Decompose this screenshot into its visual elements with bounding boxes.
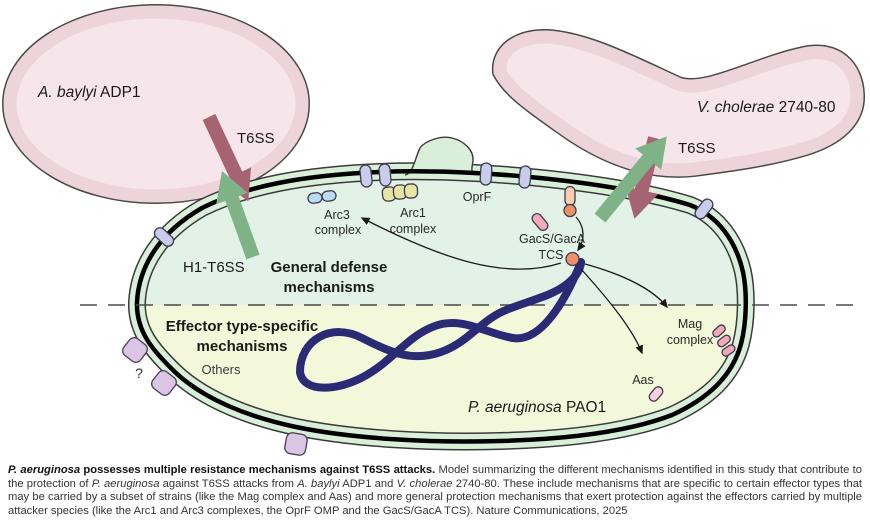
attack-arrow-a-baylyi — [202, 114, 252, 202]
label-aas: Aas — [632, 373, 654, 387]
label-h1-t6ss: H1-T6SS — [183, 259, 245, 276]
membrane-bleb-outline — [404, 136, 477, 176]
figure: A. baylyi ADP1 V. cholerae 2740-80 P. ae… — [2, 4, 865, 456]
gacs-gaca-sensor — [531, 185, 580, 267]
caption-seg: A. baylyi — [297, 477, 340, 490]
mag-pill — [717, 334, 731, 348]
caption-seg: possesses multiple resistance mechanisms… — [80, 464, 439, 476]
defense-arrow-right — [594, 136, 667, 223]
omp-pills — [153, 162, 714, 247]
arrow-tcs-to-arc3 — [360, 217, 562, 270]
label-t6ss-right: T6SS — [678, 140, 716, 157]
dna-strand-b — [296, 258, 585, 392]
mag-complex-shape — [712, 324, 736, 357]
cell-p-aeruginosa — [127, 136, 755, 451]
arc3-pill — [321, 190, 337, 202]
label-general-defense-1: General defense — [271, 259, 388, 276]
label-mag-2: complex — [667, 333, 714, 347]
arrow-tcs-to-mag — [584, 263, 668, 309]
label-gacs-gaca: GacS/GacA — [519, 232, 586, 246]
p-aeruginosa-rest: PAO1 — [562, 399, 607, 416]
v-cholerae-rest: 2740-80 — [774, 99, 836, 116]
cell-a-baylyi — [2, 4, 310, 204]
caption-seg: against T6SS attacks from — [159, 477, 298, 490]
unknown-protein-square — [284, 432, 308, 456]
arc1-complex-shape — [381, 183, 419, 202]
caption-seg: 2740-80. These include mechanisms that a… — [8, 477, 863, 517]
label-arc3-2: complex — [315, 223, 362, 237]
arrow-gacs-to-tcs — [575, 216, 586, 252]
a-baylyi-italic: A. baylyi — [37, 84, 97, 101]
membrane-protein-pill — [479, 162, 493, 186]
caption-seg: Model summarizing the different mechanis… — [8, 464, 862, 490]
unknown-protein-square — [151, 370, 177, 396]
membrane-protein-pill — [378, 163, 392, 187]
gaca-response-dot — [563, 203, 577, 218]
aas-pill — [648, 386, 664, 402]
label-effector-specific-1: Effector type-specific — [166, 318, 319, 335]
caption-seg: V. cholerae — [396, 477, 453, 490]
label-t6ss-left: T6SS — [237, 130, 275, 147]
label-oprf: OprF — [463, 190, 492, 204]
label-v-cholerae: V. cholerae 2740-80 — [697, 99, 836, 116]
membrane-protein-pill — [153, 227, 175, 247]
unknown-proteins — [122, 337, 308, 456]
p-aeruginosa-italic: P. aeruginosa — [468, 399, 562, 416]
caption-seg: P. aeruginosa — [91, 477, 160, 490]
gacs-sensor-pill — [564, 185, 576, 207]
membrane-protein-pill — [359, 164, 373, 188]
cytoplasm-bottom — [137, 305, 746, 442]
arc3-pill — [307, 192, 323, 204]
label-a-baylyi: A. baylyi ADP1 — [37, 84, 141, 101]
diagram-canvas: A. baylyi ADP1 V. cholerae 2740-80 P. ae… — [2, 4, 865, 456]
membrane-protein-pill — [694, 198, 714, 220]
arc3-complex-shape — [307, 190, 337, 204]
caption-seg: ADP1 and — [339, 477, 397, 490]
tcs-regulator-dot — [565, 251, 580, 267]
mag-pill — [721, 344, 736, 357]
chromosome-dna — [296, 258, 585, 392]
regulation-arrows — [360, 216, 668, 355]
inner-membrane — [134, 169, 749, 444]
figure-caption: P. aeruginosa possesses multiple resista… — [8, 464, 862, 518]
arrow-tcs-to-aas — [580, 268, 643, 355]
caption-seg: P. aeruginosa — [8, 464, 81, 476]
label-mag-1: Mag — [678, 317, 702, 331]
label-others: Others — [201, 362, 241, 377]
membrane-bleb — [412, 138, 474, 172]
a-baylyi-rest: ADP1 — [97, 84, 141, 101]
arc1-pill — [403, 183, 419, 199]
label-arc1-1: Arc1 — [400, 206, 426, 220]
defense-arrow-h1-t6ss — [216, 170, 260, 260]
cell-v-cholerae — [491, 29, 865, 178]
v-cholerae-italic: V. cholerae — [697, 99, 775, 116]
membrane-protein-pill — [518, 165, 532, 189]
label-general-defense-2: mechanisms — [284, 279, 375, 296]
label-tcs: TCS — [539, 248, 564, 262]
label-p-aeruginosa: P. aeruginosa PAO1 — [468, 399, 606, 416]
label-arc1-2: complex — [390, 222, 437, 236]
cytoplasmic-pink-pill — [531, 212, 549, 232]
mag-pill — [712, 324, 726, 338]
label-unknown-question: ? — [135, 365, 143, 381]
unknown-protein-square — [122, 337, 148, 363]
label-effector-specific-2: mechanisms — [197, 338, 288, 355]
label-arc3-1: Arc3 — [324, 208, 350, 222]
t6ss-arrows — [202, 114, 667, 260]
